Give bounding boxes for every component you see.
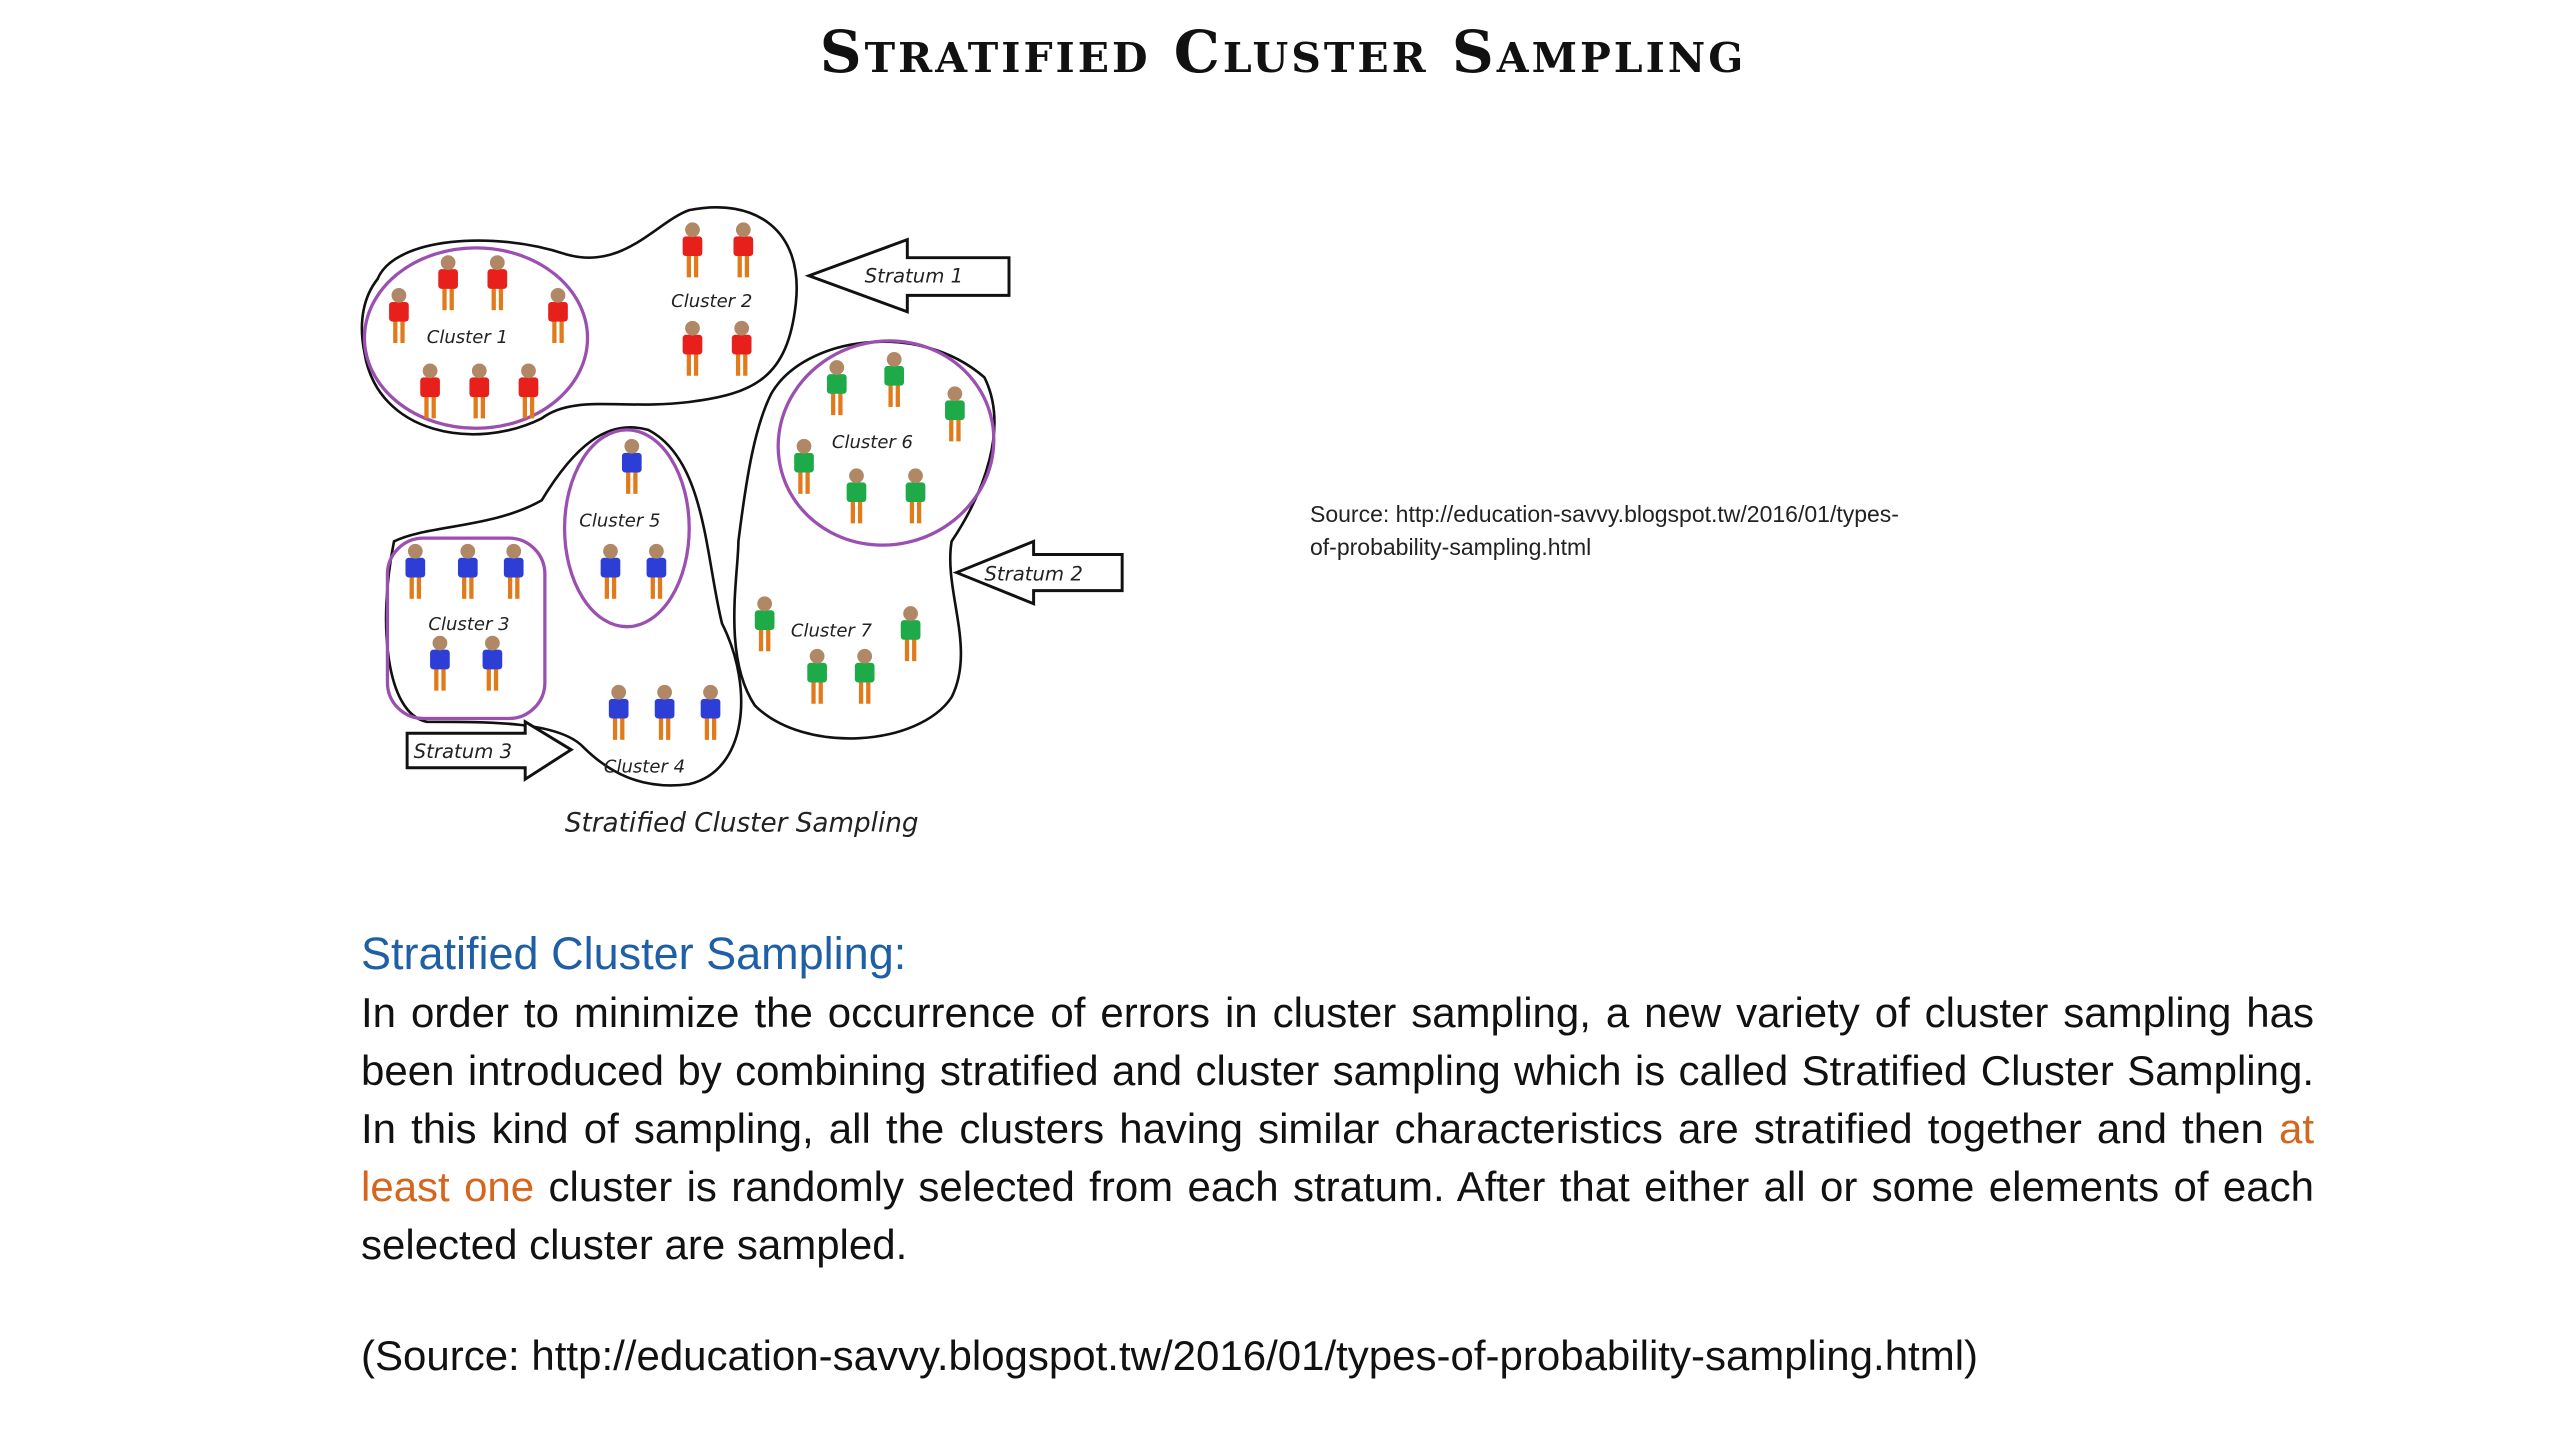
- person-icon: [733, 222, 754, 278]
- person-icon: [420, 363, 440, 419]
- cluster-6-label: Cluster 6: [832, 432, 913, 453]
- stratum-3-outline: [384, 426, 743, 787]
- person-icon: [884, 351, 905, 407]
- cluster-5-label: Cluster 5: [579, 511, 660, 532]
- cluster-5-outline: [562, 428, 691, 629]
- svg-text:Stratum 1: Stratum 1: [865, 264, 963, 287]
- cluster-7-label: Cluster 7: [791, 621, 873, 642]
- person-icon: [794, 438, 814, 494]
- stratum-3-arrow: Stratum 3: [405, 719, 574, 782]
- person-icon: [731, 320, 752, 376]
- stratum-1-outline: [360, 205, 798, 436]
- person-icon: [682, 222, 703, 278]
- people-figures: [389, 222, 965, 740]
- person-icon: [945, 386, 965, 442]
- slide-title: Stratified Cluster Sampling: [819, 18, 1747, 86]
- image-source-note: Source: http://education-savvy.blogspot.…: [1310, 498, 2030, 564]
- section-heading: Stratified Cluster Sampling:: [361, 928, 907, 979]
- person-icon: [700, 684, 721, 740]
- person-icon: [654, 684, 675, 740]
- person-icon: [457, 543, 478, 599]
- stratum-2-outline: [732, 340, 996, 740]
- cluster-2-label: Cluster 2: [671, 291, 752, 312]
- paragraph-text-end: cluster is randomly selected from each s…: [361, 1163, 2314, 1268]
- svg-text:Stratum 3: Stratum 3: [414, 740, 512, 763]
- svg-text:Stratum 2: Stratum 2: [984, 563, 1082, 586]
- image-source-line-2: of-probability-sampling.html: [1310, 534, 1592, 560]
- person-icon: [905, 468, 926, 524]
- cluster-3-label: Cluster 3: [428, 614, 509, 635]
- stratified-cluster-diagram: Cluster 1 Cluster 2 Cluster 3 Cluster 4 …: [360, 205, 1124, 839]
- person-icon: [405, 543, 426, 599]
- source-citation: (Source: http://education-savvy.blogspot…: [361, 1332, 1979, 1379]
- paragraph-text-start: In order to minimize the occurrence of e…: [361, 989, 2314, 1152]
- person-icon: [621, 438, 642, 494]
- person-icon: [807, 648, 827, 704]
- person-icon: [646, 543, 667, 599]
- person-icon: [482, 635, 503, 691]
- cluster-1-outline: [362, 246, 590, 430]
- person-icon: [600, 543, 621, 599]
- stratum-1-arrow: Stratum 1: [804, 237, 1011, 314]
- person-icon: [389, 288, 409, 343]
- person-icon: [503, 543, 524, 599]
- person-icon: [900, 606, 921, 662]
- person-icon: [754, 596, 775, 652]
- person-icon: [846, 468, 867, 524]
- person-icon: [854, 648, 875, 704]
- person-icon: [518, 363, 539, 419]
- cluster-6-outline: [776, 339, 996, 547]
- cluster-4-label: Cluster 4: [604, 757, 685, 778]
- person-icon: [430, 635, 450, 691]
- paragraph-highlight: at least one: [361, 1105, 2314, 1210]
- cluster-1-label: Cluster 1: [427, 327, 508, 348]
- stratum-2-arrow: Stratum 2: [952, 539, 1124, 606]
- person-icon: [487, 255, 508, 311]
- description-paragraph: In order to minimize the occurrence of e…: [361, 984, 2314, 1274]
- person-icon: [682, 320, 703, 376]
- diagram-caption: Stratified Cluster Sampling: [565, 809, 919, 839]
- person-icon: [608, 684, 629, 740]
- cluster-3-outline: [385, 536, 547, 721]
- person-icon: [826, 360, 847, 416]
- person-icon: [469, 363, 490, 419]
- person-icon: [548, 288, 568, 343]
- image-source-line-1: Source: http://education-savvy.blogspot.…: [1310, 501, 1899, 527]
- person-icon: [438, 255, 458, 311]
